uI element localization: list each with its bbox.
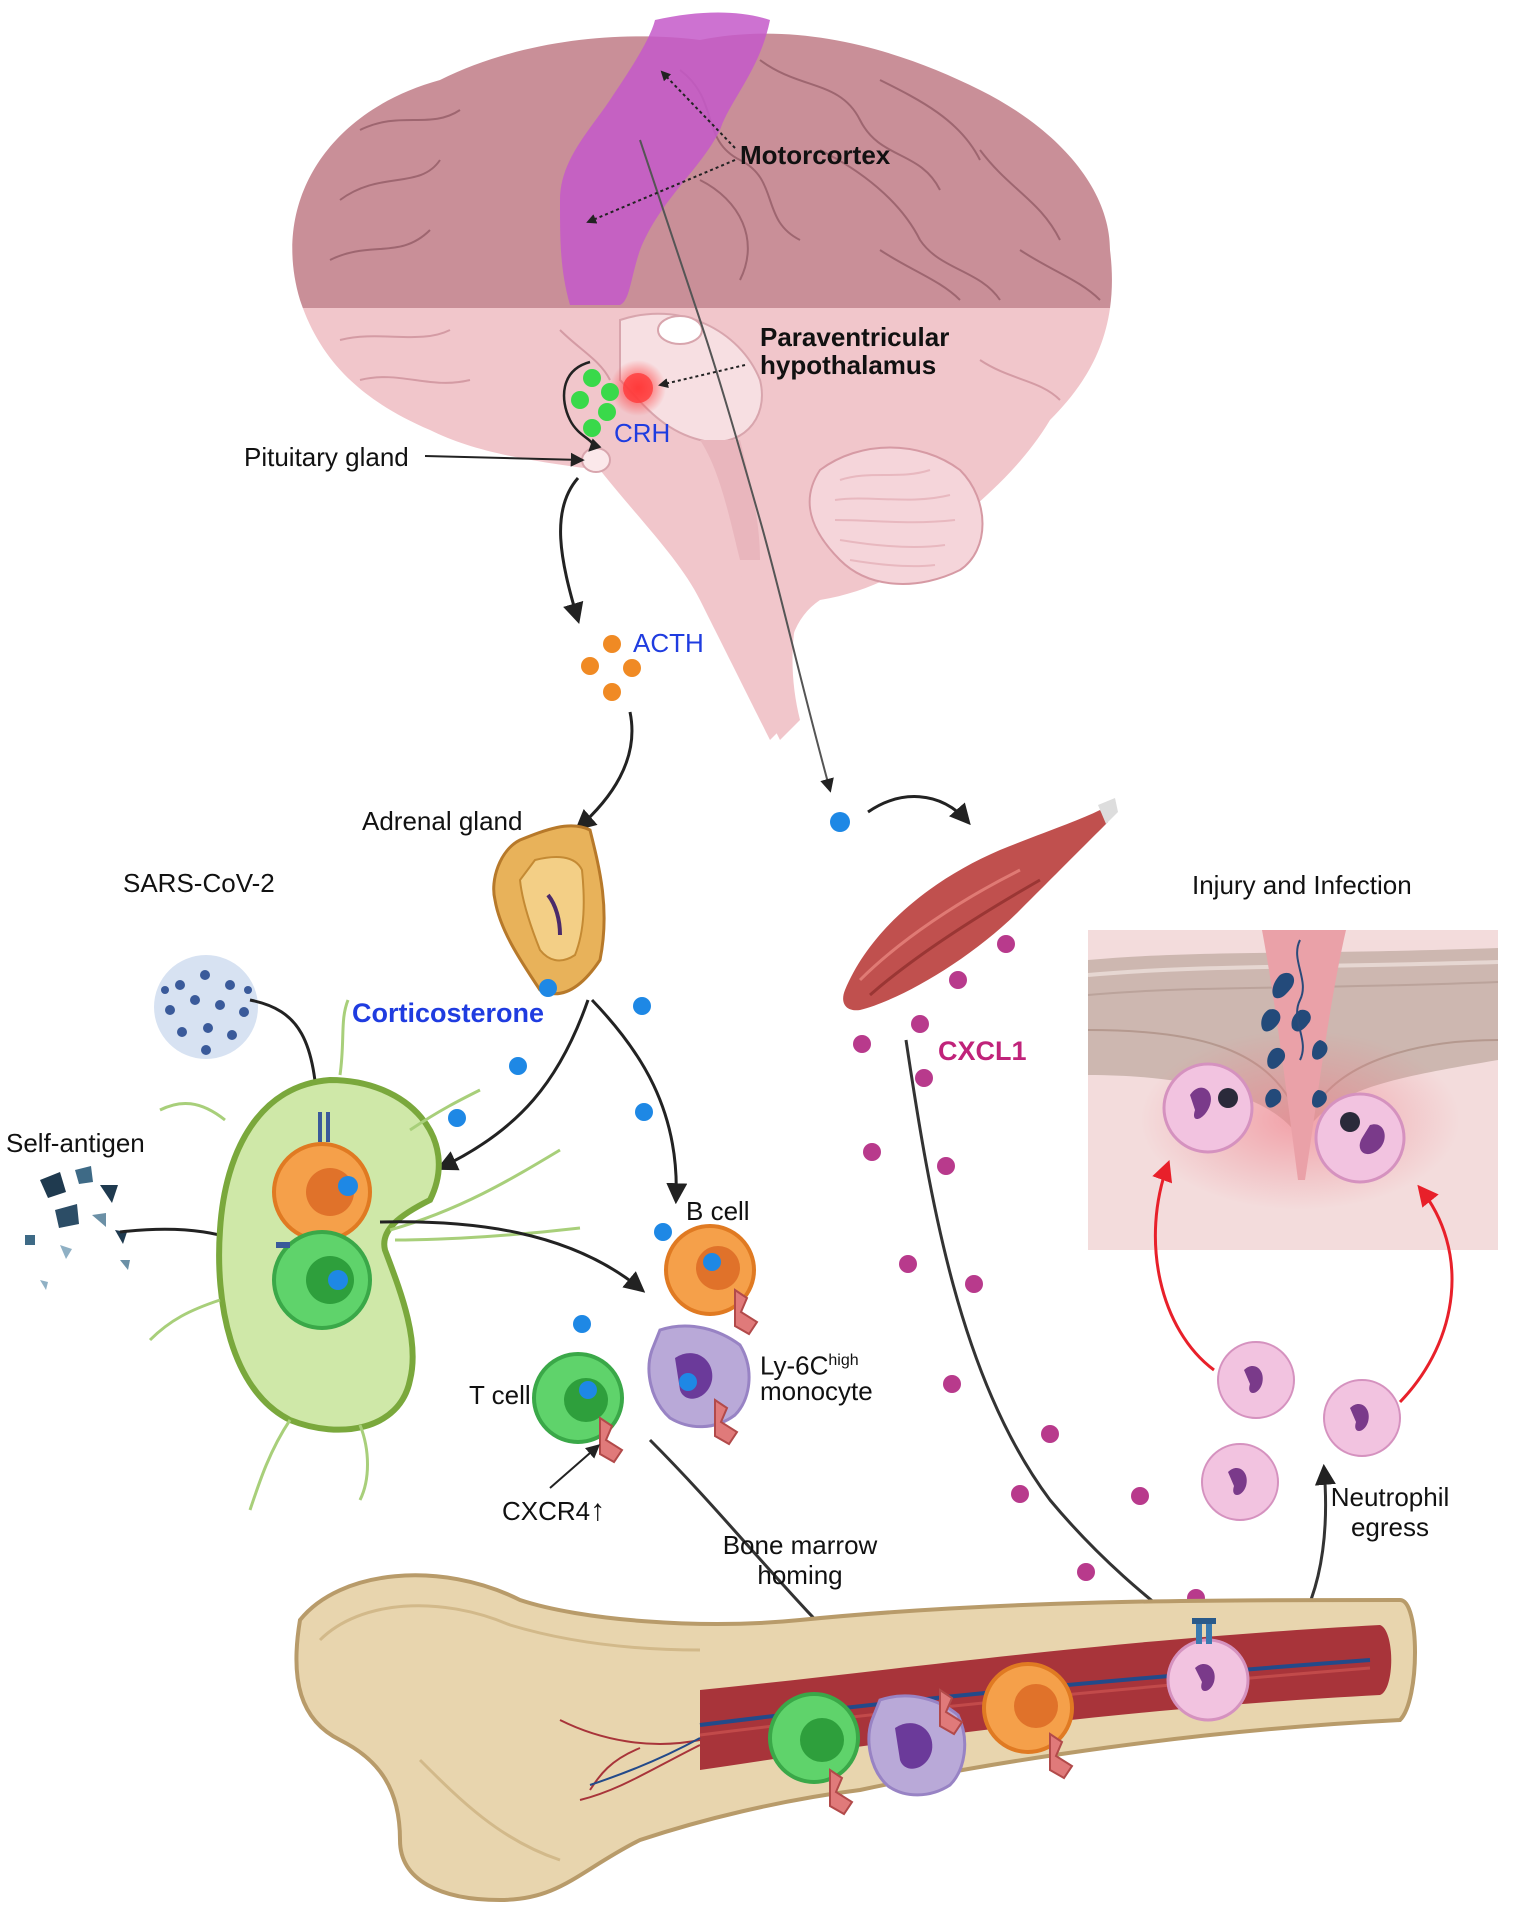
ly6c-superscript: high — [828, 1352, 859, 1369]
marrow-neutrophil — [1166, 1618, 1250, 1722]
ly6c-label: Ly-6Chigh — [760, 1346, 859, 1381]
cxcr4-up-arrow: ↑ — [590, 1494, 606, 1527]
marrow-monocyte — [867, 1688, 967, 1797]
cxcl1-dots — [853, 935, 1205, 1607]
sars-cov-2-label: SARS-CoV-2 — [123, 868, 275, 898]
crh-dots — [571, 369, 619, 437]
adrenal-gland — [492, 824, 606, 996]
t-cell-label: T cell — [469, 1380, 531, 1410]
self-antigen-label: Self-antigen — [6, 1128, 145, 1158]
cxcl1-label: CXCL1 — [938, 1036, 1027, 1066]
egress-label: egress — [1350, 1512, 1430, 1542]
crh-label: CRH — [614, 418, 671, 448]
b-cell — [664, 1224, 759, 1336]
neutrophil-label: Neutrophil — [1330, 1482, 1450, 1512]
marrow-t-cell — [768, 1692, 860, 1816]
corticosterone-label: Corticosterone — [352, 998, 545, 1028]
hypothalamus-label: hypothalamus — [760, 350, 937, 380]
muscle — [843, 798, 1118, 1011]
pituitary-gland-label: Pituitary gland — [244, 442, 409, 472]
motorcortex-region — [560, 12, 770, 305]
motor-pathway-line — [639, 139, 834, 793]
cxcr4-text: CXCR4 — [502, 1496, 591, 1526]
pituitary-gland — [581, 447, 611, 473]
self-antigen-fragments — [25, 1166, 130, 1290]
acth-dots — [581, 635, 641, 701]
b-cell-label: B cell — [686, 1196, 750, 1226]
ly6c-base: Ly-6C — [760, 1350, 829, 1381]
adrenal-gland-label: Adrenal gland — [362, 806, 523, 836]
sars-cov-2-virus — [154, 955, 258, 1059]
muscle-signal-dot — [830, 812, 850, 832]
motorcortex-label: Motorcortex — [740, 140, 891, 170]
marrow-b-cell — [982, 1662, 1074, 1780]
paraventricular-label: Paraventricular — [760, 322, 950, 352]
acth-label: ACTH — [633, 628, 704, 658]
cxcr4-label: CXCR4↑ — [502, 1494, 606, 1527]
injury-infection-panel — [1088, 930, 1498, 1250]
injury-infection-label: Injury and Infection — [1192, 870, 1412, 900]
circulating-neutrophils — [1201, 1341, 1401, 1521]
ly6c-monocyte — [647, 1324, 751, 1446]
homing-label: homing — [757, 1560, 843, 1590]
bone-marrow-label: Bone marrow — [722, 1530, 878, 1560]
monocyte-label: monocyte — [760, 1376, 873, 1406]
t-cell — [532, 1352, 624, 1464]
